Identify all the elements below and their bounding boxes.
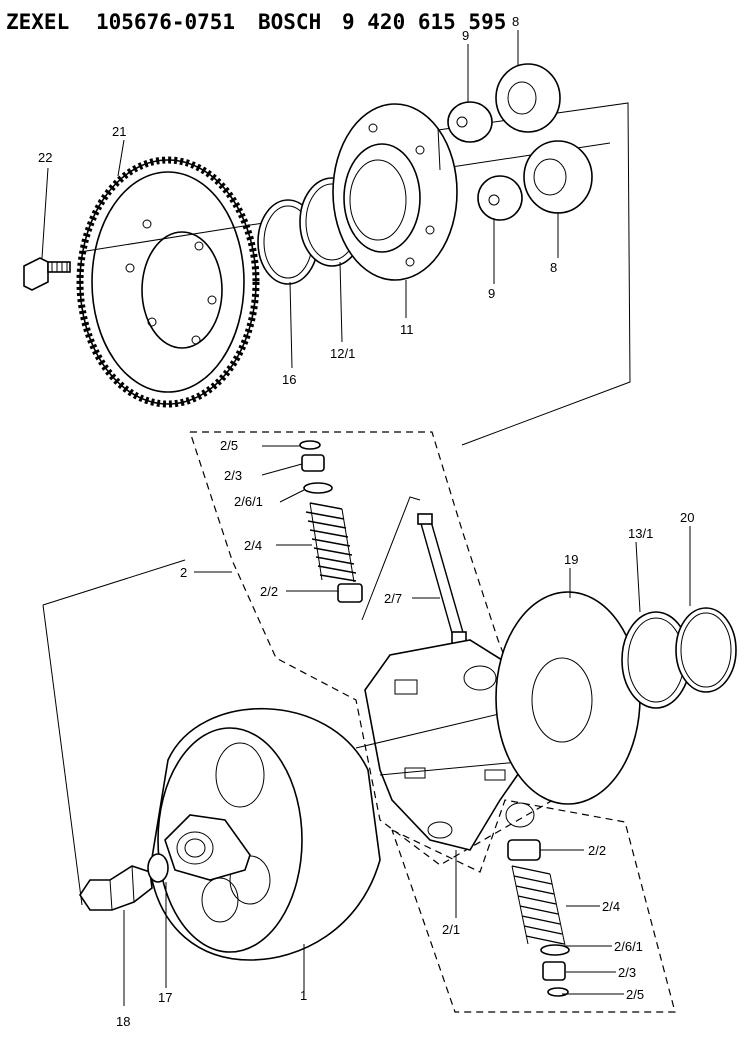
callout-19: 19	[564, 552, 578, 567]
callout-upper-2-6-1: 2/6/1	[234, 494, 263, 509]
roller-9-lower	[477, 175, 523, 221]
callout-lower-2-3: 2/3	[618, 965, 636, 980]
callout-2-1: 2/1	[442, 922, 460, 937]
disc	[495, 591, 641, 805]
roller-9-upper	[447, 101, 493, 143]
callout-20: 20	[680, 510, 694, 525]
callout-8-lower: 8	[550, 260, 557, 275]
callout-upper-2-4: 2/4	[244, 538, 262, 553]
plug-screw	[79, 865, 153, 911]
callout-12-1: 12/1	[330, 346, 355, 361]
callout-17: 17	[158, 990, 172, 1005]
callout-2: 2	[180, 565, 187, 580]
callout-upper-2-3: 2/3	[224, 468, 242, 483]
timer-gear	[76, 156, 321, 408]
callout-lower-2-6-1: 2/6/1	[614, 939, 643, 954]
brand-zexel: ZEXEL	[6, 10, 69, 34]
callout-9-lower: 9	[488, 286, 495, 301]
brand-bosch: BOSCH	[258, 10, 321, 34]
callout-upper-2-2: 2/2	[260, 584, 278, 599]
lower-spring-stack	[507, 839, 570, 997]
bolt	[23, 257, 71, 291]
snap-ring-20	[675, 607, 737, 693]
callout-11: 11	[400, 322, 414, 337]
callout-lower-2-4: 2/4	[602, 899, 620, 914]
callout-upper-2-5: 2/5	[220, 438, 238, 453]
bosch-part-number: 9 420 615 595	[342, 10, 506, 34]
push-rod	[361, 496, 467, 645]
roller-8-upper	[495, 63, 561, 133]
callout-2-7: 2/7	[384, 591, 402, 606]
lower-assembly-dashed-box	[391, 799, 676, 1013]
callout-lower-2-2: 2/2	[588, 843, 606, 858]
callout-13-1: 13/1	[628, 526, 653, 541]
washer-17	[147, 853, 169, 883]
upper-spring-stack	[299, 440, 363, 603]
roller-8-lower	[523, 140, 593, 214]
callout-8-upper: 8	[512, 14, 519, 29]
header: ZEXEL 105676-0751 BOSCH 9 420 615 595	[6, 10, 506, 34]
zexel-part-number: 105676-0751	[96, 10, 235, 34]
governor-housing	[149, 707, 381, 961]
callout-21: 21	[112, 124, 126, 139]
flange	[332, 103, 458, 281]
callout-labels: 21 22 9 8 8 9 11 12/1 16 2/5 2/3 2/6/1 2…	[38, 14, 694, 1029]
callout-lower-2-5: 2/5	[626, 987, 644, 1002]
callout-18: 18	[116, 1014, 130, 1029]
callout-1: 1	[300, 988, 307, 1003]
callout-16: 16	[282, 372, 296, 387]
callout-22: 22	[38, 150, 52, 165]
callout-9-upper: 9	[462, 28, 469, 43]
callout-leaders	[41, 30, 691, 1006]
